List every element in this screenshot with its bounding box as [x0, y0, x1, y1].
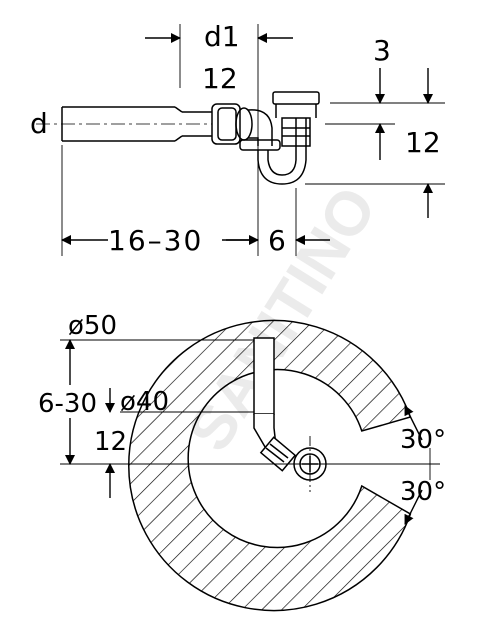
bottom-view [60, 319, 440, 612]
label-o50: ø50 [68, 311, 117, 341]
label-12-right: 12 [405, 126, 441, 159]
hatched-ring [128, 319, 412, 612]
label-12-top: 12 [202, 62, 238, 95]
label-16-30: 16–30 [108, 224, 203, 257]
label-30-upper: 30° [400, 425, 446, 455]
plan-pipe [253, 337, 327, 481]
label-30-lower: 30° [400, 477, 446, 507]
label-3: 3 [373, 34, 391, 67]
label-d: d [30, 107, 48, 140]
top-dimension-arrows [61, 33, 433, 245]
elbow-bend [239, 109, 281, 151]
side-pipe [36, 106, 212, 142]
bottom-dimension-arrows [65, 339, 423, 525]
label-6-30: 6-30 [38, 389, 97, 419]
siphon-trap [257, 118, 307, 185]
drain-outlet [272, 91, 320, 147]
label-6: 6 [268, 224, 286, 257]
label-12-bottom: 12 [94, 427, 127, 457]
bottom-extension-lines [60, 339, 440, 492]
pipe-nut [211, 103, 253, 145]
label-o40: ø40 [120, 387, 169, 417]
label-d1: d1 [204, 20, 240, 53]
top-view [36, 24, 445, 256]
